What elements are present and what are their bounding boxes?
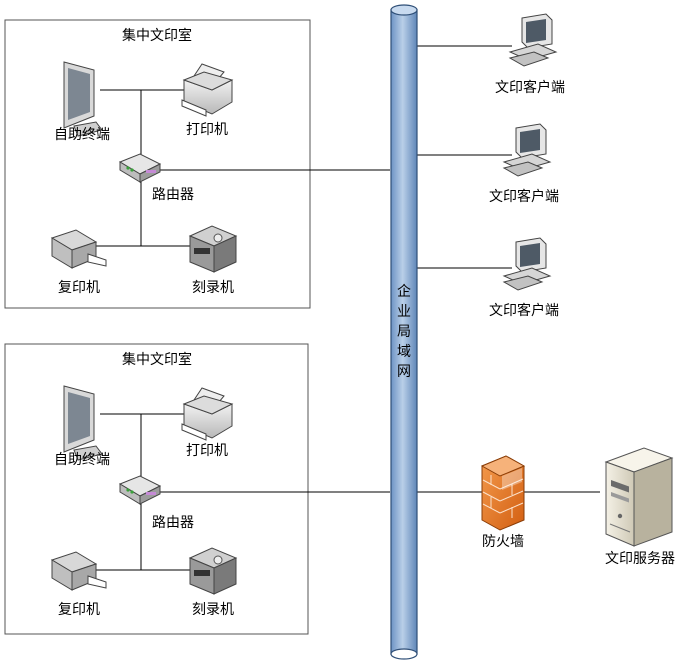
- server-label: 文印服务器: [605, 551, 675, 567]
- room-border: [4, 343, 309, 635]
- bus-label-char: 域: [397, 344, 411, 360]
- monitor-icon: [63, 61, 103, 137]
- client-label: 文印客户端: [489, 302, 559, 319]
- room-wiring: [95, 89, 390, 247]
- burner-label: 刻录机: [192, 602, 234, 618]
- bus-label-char: 业: [397, 304, 411, 320]
- desktop-computer-icon: [502, 237, 552, 291]
- print-room-1: 集中文印室 自助终端 打印机: [4, 19, 390, 309]
- desktop-computer-icon: [508, 13, 558, 67]
- bus-label-char: 局: [397, 324, 411, 340]
- router-label: 路由器: [152, 515, 194, 531]
- client-2: 文印客户端: [489, 123, 559, 205]
- client-label: 文印客户端: [489, 188, 559, 205]
- disc-burner-icon: [188, 225, 238, 273]
- firewall-icon: [480, 455, 526, 531]
- desktop-computer-icon: [502, 123, 552, 177]
- server-tower-icon: [604, 447, 674, 547]
- copier-label: 复印机: [58, 279, 100, 296]
- copier-label: 复印机: [58, 601, 100, 618]
- server: 文印服务器: [604, 447, 675, 567]
- router-label: 路由器: [152, 187, 194, 203]
- disc-burner-icon: [188, 547, 238, 595]
- firewall-label: 防火墙: [482, 534, 524, 550]
- copier-icon: [50, 229, 107, 269]
- client-label: 文印客户端: [495, 79, 565, 96]
- printer-icon: [181, 387, 234, 441]
- router-icon: [118, 475, 162, 505]
- room-title: 集中文印室: [122, 27, 192, 44]
- router-icon: [118, 153, 162, 183]
- printer-label: 打印机: [186, 442, 228, 459]
- print-room-2: 集中文印室 自助终端 打印机 路由器: [4, 343, 390, 635]
- enterprise-lan-bus: 企 业 局 域 网: [390, 4, 418, 660]
- copier-icon: [50, 551, 107, 591]
- bus-label-char: 网: [397, 364, 411, 380]
- firewall: 防火墙: [480, 455, 526, 550]
- printer-icon: [181, 63, 234, 117]
- client-1: 文印客户端: [495, 13, 565, 96]
- bus-label-char: 企: [397, 283, 411, 300]
- burner-label: 刻录机: [192, 280, 234, 296]
- printer-label: 打印机: [186, 121, 228, 138]
- monitor-icon: [63, 385, 103, 461]
- terminal-label: 自助终端: [54, 452, 110, 468]
- terminal-label: 自助终端: [54, 127, 110, 143]
- room-title: 集中文印室: [122, 351, 192, 368]
- bus-connections: [416, 45, 600, 493]
- room-border: [4, 19, 311, 309]
- client-3: 文印客户端: [489, 237, 559, 319]
